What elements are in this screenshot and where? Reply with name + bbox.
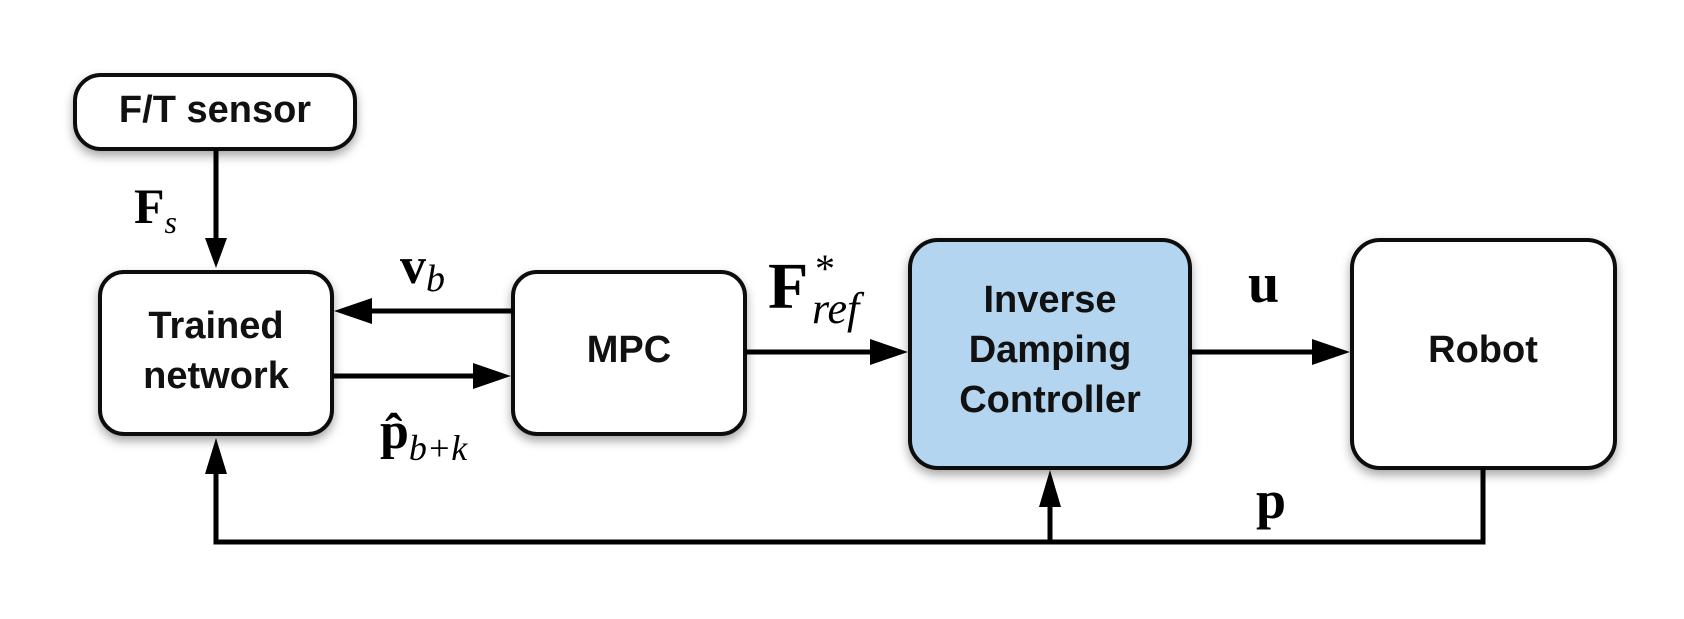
mpc-label: MPC [587, 329, 671, 371]
controller-label-line2: Damping [969, 329, 1132, 371]
controller-label-line3: Controller [959, 379, 1141, 421]
control-input-label: u [1248, 253, 1279, 315]
mpc-to-controller-arrowhead [870, 339, 908, 365]
controller-block: Inverse Damping Controller [908, 238, 1192, 470]
feedback-loop-line [213, 468, 1486, 545]
reference-force-symbol: F [768, 250, 808, 323]
velocity-label: vb [400, 238, 445, 300]
force-sensor-label: Fs [134, 178, 177, 240]
trained-network-label-line2: network [143, 355, 290, 397]
mpc-block: MPC [511, 270, 747, 436]
trained-network-block: Trained network [98, 270, 334, 436]
robot-label: Robot [1428, 329, 1538, 371]
reference-force-subscript: ref [812, 284, 865, 333]
connections [205, 149, 1486, 545]
robot-block: Robot [1350, 238, 1617, 470]
network-to-mpc-arrowhead [473, 363, 511, 389]
trained-network-box [98, 270, 334, 436]
position-feedback-label: p [1256, 470, 1286, 530]
controller-label-line1: Inverse [983, 279, 1116, 321]
feedback-to-controller-arrowhead [1039, 470, 1061, 507]
feedback-to-network-arrowhead [205, 438, 227, 474]
mpc-to-network-arrowhead [334, 298, 372, 324]
sensor-to-network-arrowhead [205, 238, 227, 268]
ft-sensor-block: F/T sensor [73, 73, 357, 151]
signal-labels: Fs vb p̂b+k F * ref u p [134, 178, 1286, 530]
reference-force-superscript: * [815, 246, 835, 291]
reference-force-label: F * ref [768, 246, 865, 333]
trained-network-label-line1: Trained [148, 305, 283, 347]
controller-to-robot-arrowhead [1312, 339, 1350, 365]
predicted-position-label: p̂b+k [380, 403, 468, 468]
ft-sensor-label: F/T sensor [119, 89, 311, 131]
